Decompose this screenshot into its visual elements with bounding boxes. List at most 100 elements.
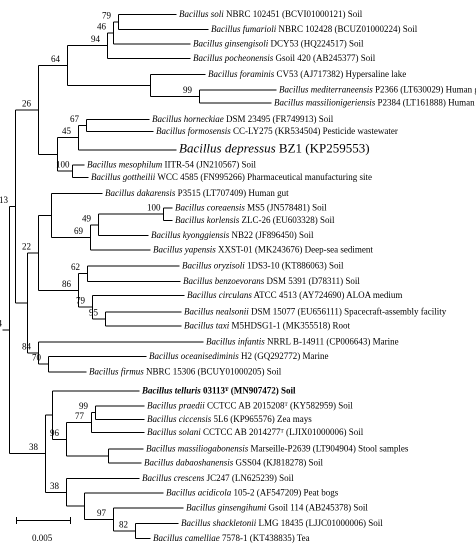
bootstrap-value: 100 xyxy=(147,203,161,213)
taxon-strain: ZLC-26 (EU603328) Soil xyxy=(239,215,335,225)
taxon-strain: XXST-01 (MK243676) Deep-sea sediment xyxy=(216,244,374,254)
taxon-name: Bacillus telluris xyxy=(141,385,201,395)
taxon-strain: CCTCC AB 2015208ᵀ (KY582959) Soil xyxy=(205,401,354,411)
taxon-label: Bacillus shackletonii LMG 18435 (LJJC010… xyxy=(181,518,383,528)
taxon-strain: IITR-54 (JN210567) Soil xyxy=(162,160,256,170)
taxon-strain: P2384 (LT161888) Human gut xyxy=(375,98,476,108)
taxon-name: Bacillus dakarensis xyxy=(105,188,176,198)
bootstrap-value: 100 xyxy=(56,160,70,170)
taxon-name: Bacillus yapensis xyxy=(153,244,216,254)
taxon-strain: 7578-1 (KT438835) Tea xyxy=(220,533,310,543)
taxon-strain: DSM 15077 (EU656111) Spacecraft-assembly… xyxy=(249,306,447,316)
taxon-label: Bacillus soli NBRC 102451 (BCVI01000121)… xyxy=(179,9,363,19)
taxon-name: Bacillus crescens xyxy=(142,473,205,483)
taxon-label: Bacillus benzoevorans DSM 5391 (D78311) … xyxy=(183,276,360,286)
taxon-name: Bacillus praedii xyxy=(147,401,205,411)
bootstrap-value: 44 xyxy=(0,319,3,329)
taxon-strain: NBRC 102451 (BCVI01000121) Soil xyxy=(224,9,363,19)
taxon-label: Bacillus dabaoshanensis GSS04 (KJ818278)… xyxy=(144,458,324,468)
scale-bar: 0.005 xyxy=(16,517,71,543)
taxon-name: Bacillus korlensis xyxy=(175,215,240,225)
taxon-label: Bacillus fumarioli NBRC 102428 (BCUZ0100… xyxy=(211,24,418,34)
taxon-label: Bacillus pocheonensis Gsoil 420 (AB24537… xyxy=(193,53,376,63)
bootstrap-value: 97 xyxy=(97,508,107,518)
taxon-name: Bacillus coreaensis xyxy=(175,202,245,212)
taxon-label: Bacillus gottheilii WCC 4585 (FN995266) … xyxy=(91,172,372,182)
taxon-strain: BZ1 (KP259553) xyxy=(276,140,370,155)
taxon-name: Bacillus massilionigeriensis xyxy=(274,98,376,108)
taxon-label: Bacillus firmus NBRC 15306 (BCUY01000205… xyxy=(89,366,282,376)
bootstrap-values: 7946946499266745100131004969226286799584… xyxy=(0,11,193,530)
taxon-strain: Marseille-P2639 (LT904904) Stool samples xyxy=(248,443,409,453)
taxon-strain: P2366 (LT630029) Human gut xyxy=(373,84,476,94)
taxon-label: Bacillus oryzisoli 1DS3-10 (KT886063) So… xyxy=(182,261,344,271)
bootstrap-value: 79 xyxy=(102,11,112,21)
taxon-label: Bacillus foraminis CV53 (AJ717382) Hyper… xyxy=(208,69,406,79)
bootstrap-value: 99 xyxy=(79,401,89,411)
taxon-strain: 1DS3-10 (KT886063) Soil xyxy=(245,261,344,271)
taxon-label: Bacillus mesophilum IITR-54 (JN210567) S… xyxy=(87,160,256,170)
taxon-label: Bacillus massilionigeriensis P2384 (LT16… xyxy=(274,98,476,108)
taxon-strain: NBRC 15306 (BCUY01000205) Soil xyxy=(144,366,282,376)
taxon-strain: H2 (GQ292772) Marine xyxy=(239,351,329,361)
taxon-name: Bacillus oryzisoli xyxy=(182,261,245,271)
taxon-strain: DCY53 (HQ224517) Soil xyxy=(268,39,364,49)
scale-bar-line xyxy=(16,517,71,524)
taxon-name: Bacillus shackletonii xyxy=(181,518,257,528)
taxon-labels: Bacillus soli NBRC 102451 (BCVI01000121)… xyxy=(87,9,476,543)
taxon-name: Bacillus nealsonii xyxy=(184,306,249,316)
taxon-name: Bacillus foraminis xyxy=(208,69,275,79)
taxon-strain: CV53 (AJ717382) Hypersaline lake xyxy=(274,69,406,79)
taxon-strain: NRRL B-14911 (CP006643) Marine xyxy=(265,337,399,347)
taxon-name: Bacillus mesophilum xyxy=(87,160,163,170)
taxon-name: Bacillus horneckiae xyxy=(152,114,224,124)
taxon-strain: CC-LY275 (KR534504) Pesticide wastewater xyxy=(231,126,398,136)
bootstrap-value: 84 xyxy=(22,342,32,352)
taxon-strain: CCTCC AB 2014277ᵀ (LJIX01000006) Soil xyxy=(201,427,364,437)
taxon-name: Bacillus ciccensis xyxy=(147,414,212,424)
taxon-label: Bacillus taxi M5HDSG1-1 (MK355518) Root xyxy=(184,321,351,331)
taxon-name: Bacillus benzoevorans xyxy=(183,276,265,286)
taxon-label: Bacillus oceanisediminis H2 (GQ292772) M… xyxy=(149,351,328,361)
taxon-strain: WCC 4585 (FN995266) Pharmaceutical manuf… xyxy=(155,172,372,182)
taxon-label: Bacillus coreaensis MS5 (JN578481) Soil xyxy=(175,202,327,212)
bootstrap-value: 64 xyxy=(51,54,61,64)
bootstrap-value: 46 xyxy=(97,22,107,32)
taxon-name: Bacillus pocheonensis xyxy=(193,53,274,63)
taxon-label: Bacillus nealsonii DSM 15077 (EU656111) … xyxy=(184,306,447,316)
taxon-strain: JC247 (LN625239) Soil xyxy=(204,473,294,483)
taxon-label: Bacillus massiliogabonensis Marseille-P2… xyxy=(146,443,409,453)
taxon-label: Bacillus yapensis XXST-01 (MK243676) Dee… xyxy=(153,244,373,254)
bootstrap-value: 69 xyxy=(74,226,84,236)
bootstrap-value: 77 xyxy=(75,411,85,421)
taxon-label: Bacillus infantis NRRL B-14911 (CP006643… xyxy=(206,337,399,347)
taxon-strain: 105-2 (AF547209) Peat bogs xyxy=(231,487,338,497)
taxon-name: Bacillus firmus xyxy=(89,366,144,376)
taxon-name: Bacillus gottheilii xyxy=(91,172,156,182)
taxon-label: Bacillus horneckiae DSM 23495 (FR749913)… xyxy=(152,114,334,124)
taxon-strain: 03113ᵀ (MN907472) Soil xyxy=(201,385,296,395)
taxon-name: Bacillus depressus xyxy=(179,140,276,155)
taxon-strain: M5HDSG1-1 (MK355518) Root xyxy=(229,321,350,331)
bootstrap-value: 95 xyxy=(89,307,99,317)
taxon-label: Bacillus crescens JC247 (LN625239) Soil xyxy=(142,473,294,483)
bootstrap-value: 99 xyxy=(183,85,193,95)
taxon-label: Bacillus camelliae 7578-1 (KT438835) Tea xyxy=(153,533,310,543)
taxon-label: Bacillus acidicola 105-2 (AF547209) Peat… xyxy=(166,487,339,497)
taxon-name: Bacillus kyonggiensis xyxy=(151,230,230,240)
taxon-name: Bacillus solani xyxy=(147,427,201,437)
bootstrap-value: 38 xyxy=(29,442,39,452)
bootstrap-value: 94 xyxy=(91,34,101,44)
taxon-label: Bacillus korlensis ZLC-26 (EU603328) Soi… xyxy=(175,215,335,225)
taxon-name: Bacillus mediterraneensis xyxy=(279,84,373,94)
taxon-strain: NB22 (JF896450) Soil xyxy=(229,230,314,240)
taxon-label: Bacillus praedii CCTCC AB 2015208ᵀ (KY58… xyxy=(147,401,353,411)
bootstrap-value: 45 xyxy=(62,126,72,136)
bootstrap-value: 38 xyxy=(50,481,60,491)
tree-branches xyxy=(2,14,277,539)
taxon-name: Bacillus dabaoshanensis xyxy=(144,458,234,468)
taxon-label: Bacillus ginsengisoli DCY53 (HQ224517) S… xyxy=(193,39,364,49)
taxon-label: Bacillus ciccensis 5L6 (KP965576) Zea ma… xyxy=(147,414,312,424)
taxon-strain: Gsoil 420 (AB245377) Soil xyxy=(273,53,376,63)
bootstrap-value: 62 xyxy=(71,262,80,272)
